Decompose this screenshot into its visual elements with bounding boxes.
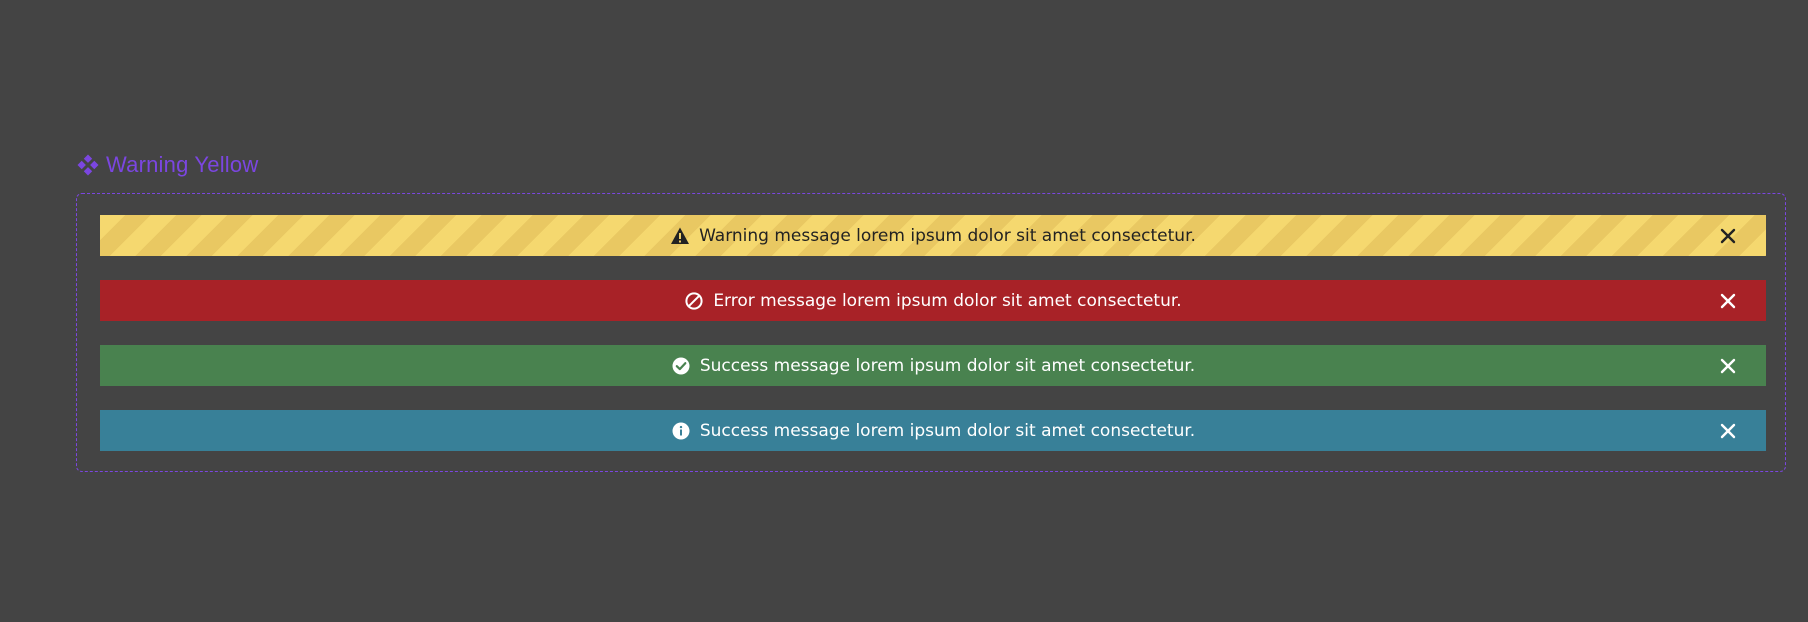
close-icon [1720,423,1736,438]
alert-message: Success message lorem ipsum dolor sit am… [699,355,1196,376]
alert-content: Error message lorem ipsum dolor sit amet… [684,290,1182,311]
alert-message: Error message lorem ipsum dolor sit amet… [713,290,1182,311]
close-icon [1720,228,1736,243]
component-header: Warning Yellow [76,150,258,180]
ban-icon [684,291,704,311]
alert-content: Success message lorem ipsum dolor sit am… [671,356,1195,376]
component-diamond-icon [76,153,100,177]
close-button[interactable] [1718,421,1738,441]
info-alert: Success message lorem ipsum dolor sit am… [100,410,1766,451]
variant-frame: Warning message lorem ipsum dolor sit am… [76,193,1786,472]
warning-alert: Warning message lorem ipsum dolor sit am… [100,215,1766,256]
alert-content: Success message lorem ipsum dolor sit am… [671,421,1195,441]
check-circle-icon [671,356,691,376]
component-title: Warning Yellow [106,152,259,177]
close-button[interactable] [1718,226,1738,246]
success-alert: Success message lorem ipsum dolor sit am… [100,345,1766,386]
close-button[interactable] [1718,356,1738,376]
error-alert: Error message lorem ipsum dolor sit amet… [100,280,1766,321]
close-icon [1720,293,1736,308]
alert-content: Warning message lorem ipsum dolor sit am… [670,226,1196,246]
alert-message: Warning message lorem ipsum dolor sit am… [699,225,1196,246]
close-icon [1720,358,1736,373]
alert-message: Success message lorem ipsum dolor sit am… [699,420,1196,441]
close-button[interactable] [1718,291,1738,311]
info-circle-icon [671,421,691,441]
warning-triangle-icon [670,226,690,246]
